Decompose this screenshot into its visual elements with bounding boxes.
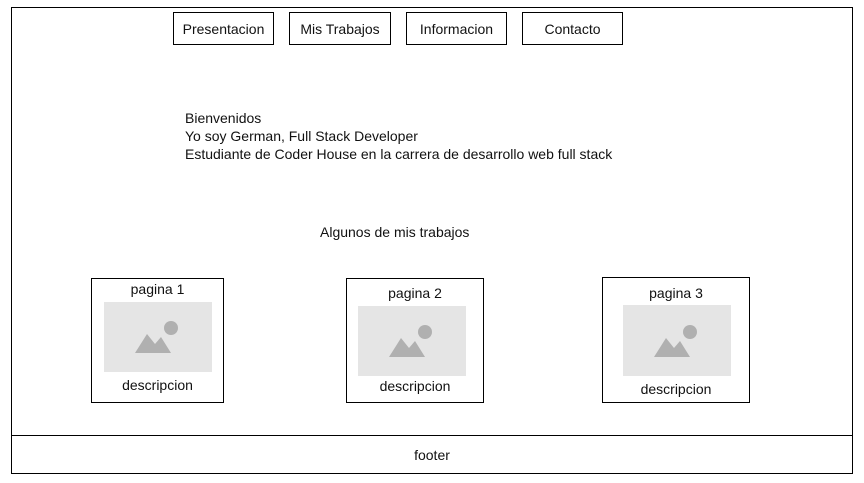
work-card-1[interactable]: pagina 1 descripcion [91, 278, 224, 403]
image-placeholder [358, 306, 466, 376]
image-placeholder [104, 302, 212, 372]
nav-mis-trabajos-button[interactable]: Mis Trabajos [289, 12, 391, 45]
footer-label: footer [414, 447, 450, 463]
intro-text: Bienvenidos Yo soy German, Full Stack De… [185, 109, 612, 163]
nav-presentacion-button[interactable]: Presentacion [173, 12, 274, 45]
intro-name: Yo soy German, Full Stack Developer [185, 128, 418, 144]
nav-informacion-button[interactable]: Informacion [406, 12, 507, 45]
image-placeholder-icon [654, 324, 697, 357]
image-placeholder-icon [135, 321, 178, 353]
nav-item-label: Mis Trabajos [300, 20, 380, 37]
card-title: pagina 3 [649, 285, 703, 301]
card-description: descripcion [640, 381, 712, 397]
card-description: descripcion [122, 377, 193, 393]
image-placeholder-icon [389, 325, 432, 357]
intro-study: Estudiante de Coder House en la carrera … [185, 146, 613, 162]
card-description: descripcion [379, 378, 451, 394]
nav-contacto-button[interactable]: Contacto [522, 12, 623, 45]
work-card-3[interactable]: pagina 3 descripcion [602, 277, 750, 403]
nav-item-label: Informacion [419, 20, 494, 37]
footer: footer [11, 435, 853, 474]
nav-item-label: Contacto [544, 20, 601, 37]
card-title: pagina 2 [388, 285, 442, 301]
work-card-2[interactable]: pagina 2 descripcion [346, 278, 484, 403]
image-placeholder [623, 305, 731, 376]
page-frame [11, 7, 853, 474]
nav-item-label: Presentacion [182, 20, 265, 37]
card-title: pagina 1 [130, 281, 185, 297]
works-section-title: Algunos de mis trabajos [320, 224, 470, 240]
intro-greeting: Bienvenidos [185, 110, 262, 126]
